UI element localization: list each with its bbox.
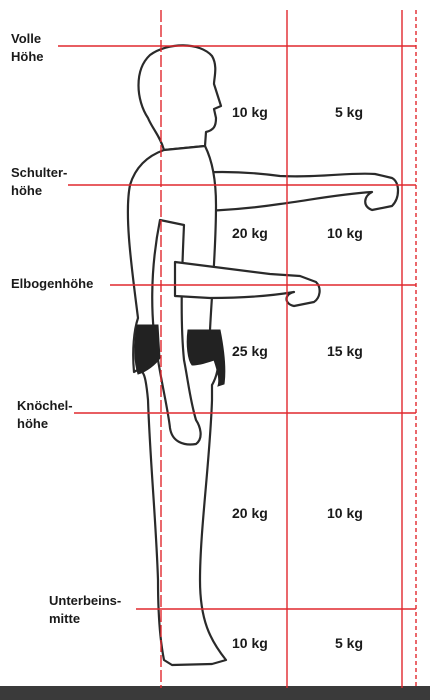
label-volle-hoehe-line1: Volle	[11, 30, 44, 48]
label-unterbeinsmitte-line2: mitte	[49, 610, 121, 628]
label-volle-hoehe: Volle Höhe	[10, 30, 45, 66]
weight-row1-near: 10 kg	[232, 104, 268, 120]
weight-row2-far: 10 kg	[327, 225, 363, 241]
weight-row4-near: 20 kg	[232, 505, 268, 521]
label-elbogenhoehe: Elbogenhöhe	[10, 275, 94, 293]
label-unterbeinsmitte-line1: Unterbeins-	[49, 592, 121, 610]
label-schulterhoehe: Schulter- höhe	[10, 164, 68, 200]
label-schulterhoehe-line1: Schulter-	[11, 164, 67, 182]
weight-row4-far: 10 kg	[327, 505, 363, 521]
weight-row5-near: 10 kg	[232, 635, 268, 651]
floor	[0, 686, 430, 700]
weight-row1-far: 5 kg	[335, 104, 363, 120]
weight-row3-near: 25 kg	[232, 343, 268, 359]
head	[139, 45, 222, 150]
label-volle-hoehe-line2: Höhe	[11, 48, 44, 66]
label-knoechelhoehe-line1: Knöchel-	[17, 397, 73, 415]
label-elbogenhoehe-line1: Elbogenhöhe	[11, 275, 93, 293]
label-schulterhoehe-line2: höhe	[11, 182, 67, 200]
weight-row3-far: 15 kg	[327, 343, 363, 359]
label-unterbeinsmitte: Unterbeins- mitte	[48, 592, 122, 628]
label-knoechelhoehe-line2: höhe	[17, 415, 73, 433]
label-knoechelhoehe: Knöchel- höhe	[16, 397, 74, 433]
weight-row5-far: 5 kg	[335, 635, 363, 651]
weight-row2-near: 20 kg	[232, 225, 268, 241]
